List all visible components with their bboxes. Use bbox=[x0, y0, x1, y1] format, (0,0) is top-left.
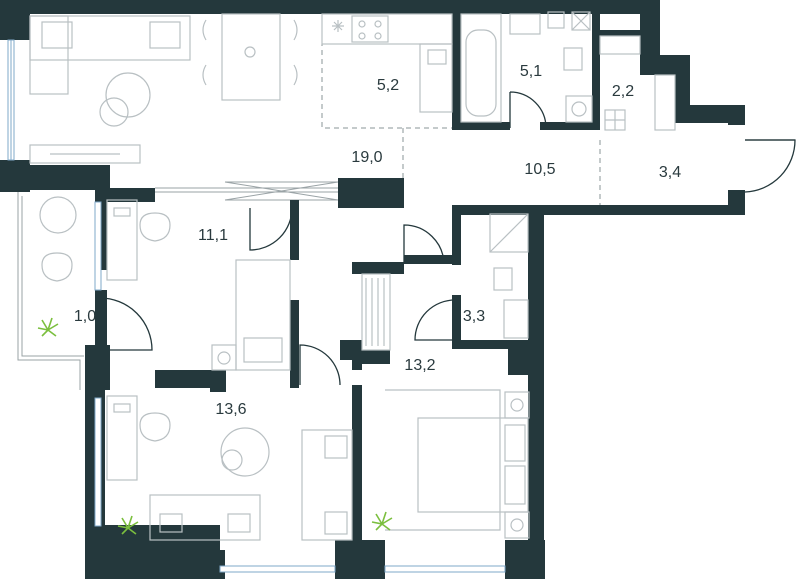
walls bbox=[0, 0, 745, 579]
room-area-balcony-right: 3,4 bbox=[658, 164, 682, 181]
room-area-bedroom3: 13,6 bbox=[215, 401, 247, 418]
kitchen-furniture bbox=[321, 13, 453, 113]
doors bbox=[99, 91, 796, 386]
balcony-left-outline bbox=[17, 192, 84, 390]
zone-separators bbox=[321, 14, 601, 205]
bedroom3-furniture bbox=[106, 395, 353, 541]
wardrobe2-fixtures bbox=[361, 273, 391, 351]
plant-icon bbox=[371, 511, 393, 531]
windows bbox=[7, 39, 506, 573]
room-area-hall: 10,5 bbox=[524, 161, 556, 178]
room-area-wardrobe1: 2,2 bbox=[611, 83, 635, 100]
room-area-bedroom1: 11,1 bbox=[198, 227, 228, 244]
bath1-fixtures bbox=[460, 11, 593, 123]
interior-thin-lines bbox=[155, 117, 745, 201]
bedroom2-furniture bbox=[385, 389, 530, 539]
room-area-bedroom2: 13,2 bbox=[404, 357, 436, 374]
room-area-bath2: 3,3 bbox=[462, 308, 486, 325]
wardrobe1-fixtures bbox=[599, 35, 676, 131]
room-area-bath1: 5,1 bbox=[519, 63, 543, 80]
bath2-fixtures bbox=[489, 213, 529, 339]
plant-icon bbox=[117, 515, 139, 535]
room-area-kitchen: 5,2 bbox=[376, 77, 400, 94]
living-furniture bbox=[29, 13, 298, 164]
bedroom1-furniture bbox=[39, 196, 291, 371]
room-area-balcony-left: 1,0 bbox=[73, 308, 97, 325]
room-area-living: 19,0 bbox=[351, 149, 383, 166]
plant-icon bbox=[37, 317, 59, 337]
